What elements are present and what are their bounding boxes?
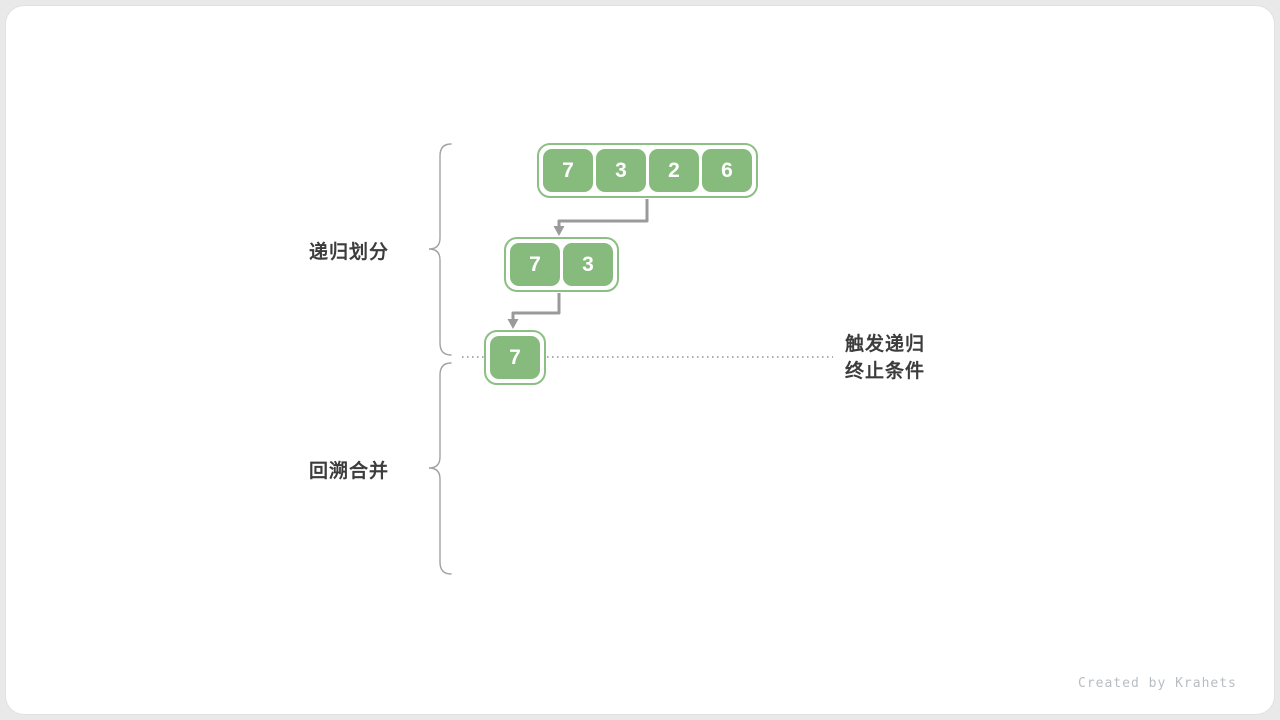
watermark-credit: Created by Krahets: [1078, 676, 1237, 691]
label-termination-line2: 终止条件: [845, 361, 926, 382]
label-backtrack-merge: 回溯合并: [309, 461, 390, 482]
diagram-card: [6, 6, 1274, 714]
array-group-level3: 7: [484, 330, 546, 385]
array-cell: 3: [596, 149, 646, 192]
label-termination-condition: 触发递归 终止条件: [845, 331, 925, 385]
array-cell: 2: [649, 149, 699, 192]
array-group-level1: 7 3 2 6: [537, 143, 758, 198]
array-cell: 7: [510, 243, 560, 286]
array-cell: 6: [702, 149, 752, 192]
array-cell: 7: [490, 336, 540, 379]
array-group-level2: 7 3: [504, 237, 619, 292]
label-recursive-divide: 递归划分: [309, 242, 390, 263]
label-termination-line1: 触发递归: [845, 334, 926, 355]
array-cell: 7: [543, 149, 593, 192]
array-cell: 3: [563, 243, 613, 286]
